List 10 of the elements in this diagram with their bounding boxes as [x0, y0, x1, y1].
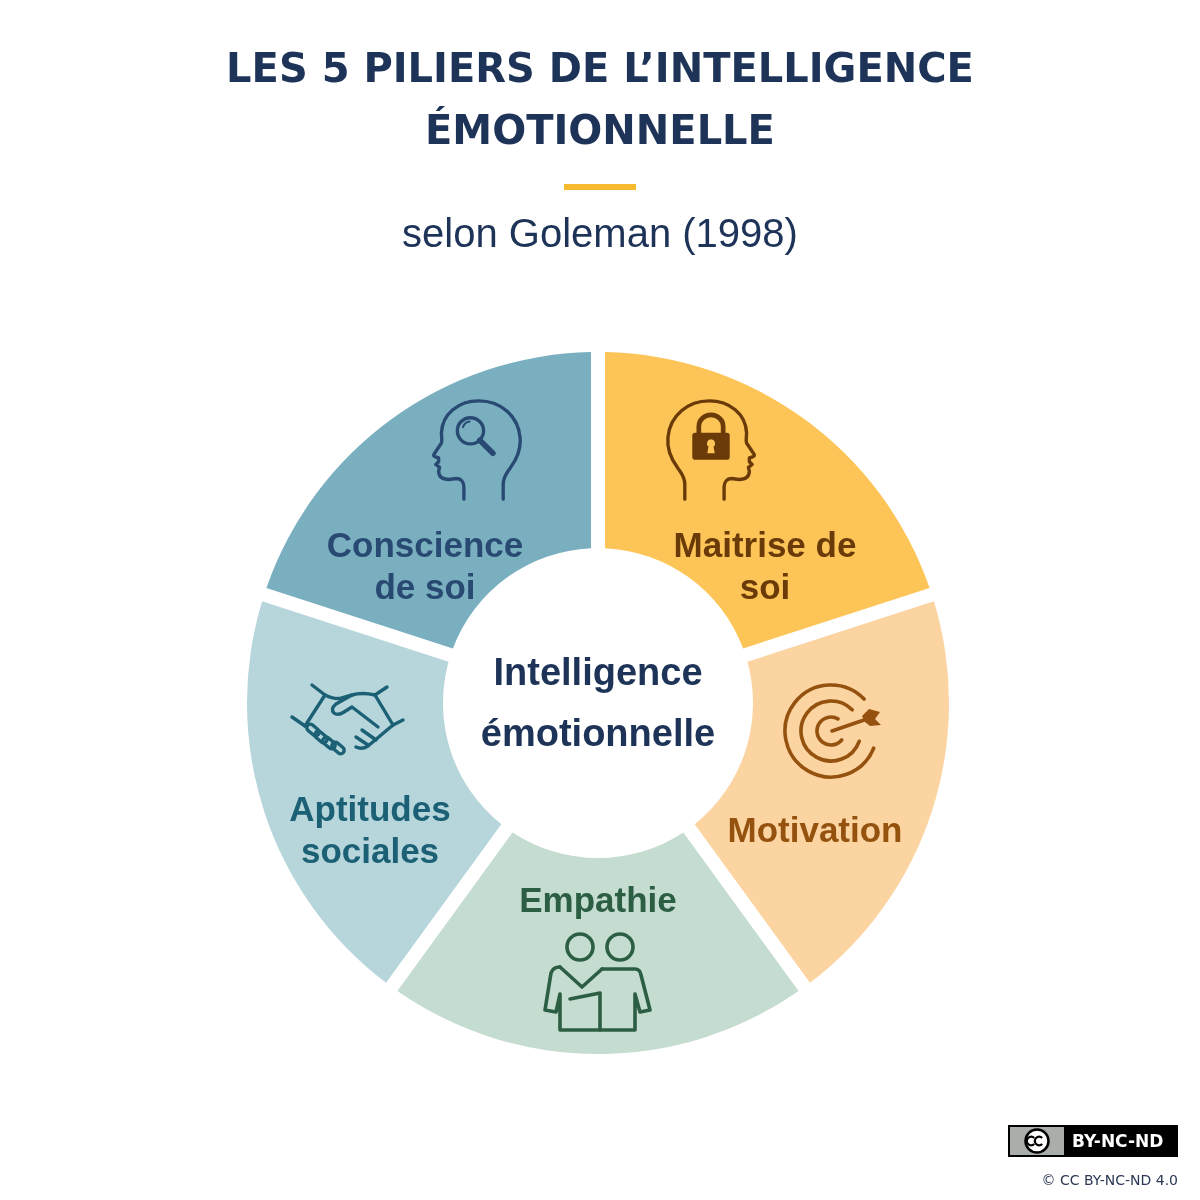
license-label: BY-NC-ND [1072, 1131, 1164, 1151]
segment-label: Aptitudes sociales [289, 789, 451, 870]
segment-label: Motivation [727, 810, 903, 849]
subtitle: selon Goleman (1998) [402, 211, 798, 255]
copyright-notice: © CC BY-NC-ND 4.0 [1041, 1171, 1178, 1189]
segment-label: Empathie [519, 880, 677, 919]
center-label: Intelligence émotionnelle [480, 651, 716, 754]
title: LES 5 PILIERS DE L’INTELLIGENCE ÉMOTIONNELLE [226, 45, 974, 153]
segment-label: Maitrise de soi [673, 525, 857, 606]
segment-label: Conscience de soi [326, 525, 524, 606]
